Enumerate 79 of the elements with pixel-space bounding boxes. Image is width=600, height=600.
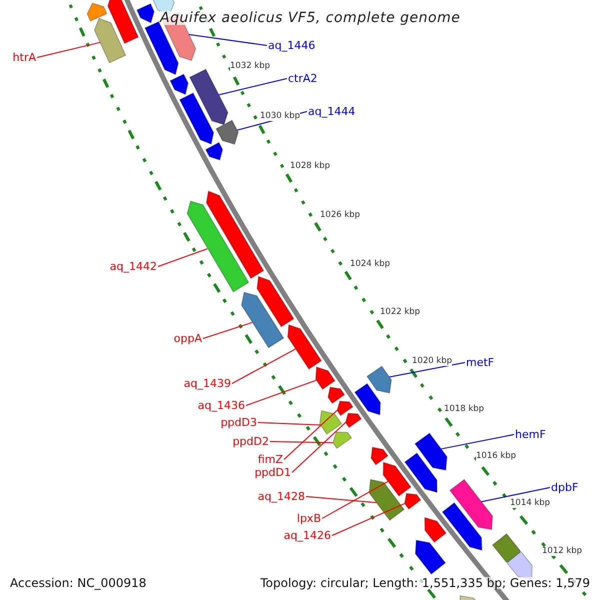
leader-line <box>246 380 317 406</box>
scale-label: 1022 kbp <box>380 308 420 316</box>
gene-bar <box>414 432 448 471</box>
scale-label: 1026 kbp <box>320 211 360 220</box>
info-text: Accession: NC_000918 <box>10 577 146 589</box>
gene-bar <box>205 142 224 161</box>
gene-bar <box>189 68 228 126</box>
gene-label: aq_1444 <box>308 106 356 117</box>
gene-bar <box>86 2 108 22</box>
leader-line <box>306 496 377 504</box>
gene-bar <box>240 292 284 348</box>
leader-line <box>480 487 550 502</box>
info-text: Topology: circular; Length: 1,551,335 bp; Genes: 1,579 <box>260 577 590 589</box>
gene-bar <box>414 540 446 575</box>
gene-bar <box>382 462 412 497</box>
gene-bar <box>370 446 389 466</box>
gene-bar <box>442 502 482 551</box>
gene-bar <box>368 478 405 521</box>
scale-label: 1020 kbp <box>412 357 452 366</box>
leader-line <box>270 441 334 444</box>
gene-bar <box>136 3 155 24</box>
gene-bar <box>206 190 264 280</box>
gene-label: ppdD2 <box>232 436 269 447</box>
gene-label: aq_1436 <box>198 400 245 411</box>
gene-bar <box>186 200 250 293</box>
scale-label: 1024 kbp <box>350 260 390 268</box>
gene-bar <box>94 18 126 64</box>
scale-label: 1012 kbp <box>542 547 582 556</box>
gene-bar <box>287 324 322 370</box>
gene-label: aq_1426 <box>284 530 331 541</box>
title: Aquifex aeolicus VF5, complete genome <box>160 11 460 25</box>
leader-line <box>232 348 296 384</box>
leader-line <box>440 434 514 450</box>
gene-bar <box>327 386 346 404</box>
gene-bar <box>506 550 533 580</box>
gene-bar <box>179 92 214 145</box>
leader-line <box>292 422 346 473</box>
gene-bar <box>424 516 447 543</box>
gene-label: dpbF <box>551 482 578 493</box>
gene-bar <box>449 478 494 530</box>
gene-bar <box>332 431 352 449</box>
leader-line <box>322 480 389 519</box>
leader-line <box>258 422 321 426</box>
gene-bar <box>315 366 336 390</box>
scale-label: 1030 kbp <box>260 112 300 120</box>
leader-line <box>332 503 406 536</box>
leader-line <box>188 34 268 46</box>
scale-label: 1028 kbp <box>290 162 330 170</box>
leader-line <box>284 410 338 460</box>
gene-label: metF <box>466 357 494 368</box>
gene-label: aq_1428 <box>258 491 305 502</box>
gene-label: hemF <box>515 429 546 440</box>
leader-line <box>158 248 208 267</box>
gene-bar <box>256 276 294 328</box>
leader-line <box>202 322 253 339</box>
gene-label: fimZ <box>258 454 283 465</box>
gene-label: ppdD1 <box>254 467 291 478</box>
leader-line <box>218 78 288 96</box>
gene-label: htrA <box>12 52 36 63</box>
gene-label: aq_1439 <box>184 378 231 389</box>
leader-line <box>36 42 100 58</box>
scale-label: 1016 kbp <box>476 452 516 460</box>
gene-bar <box>366 366 392 394</box>
scale-label: 1018 kbp <box>444 405 484 414</box>
gene-label: ppdD3 <box>220 417 257 428</box>
gene-bar <box>336 400 354 416</box>
scale-label: 1014 kbp <box>510 499 550 508</box>
gene-label: ctrA2 <box>288 73 318 84</box>
gene-bar <box>344 412 362 428</box>
gene-bar <box>319 410 342 435</box>
gene-label: lpxB <box>296 513 321 524</box>
scale-label: 1032 kbp <box>230 62 270 70</box>
gene-label: oppA <box>174 333 202 344</box>
gene-bar <box>107 0 139 44</box>
gene-label: aq_1442 <box>110 261 157 272</box>
gene-bar <box>404 452 438 494</box>
gene-bar <box>354 382 381 416</box>
leader-line <box>388 362 466 378</box>
gene-label: aq_1446 <box>268 40 316 51</box>
